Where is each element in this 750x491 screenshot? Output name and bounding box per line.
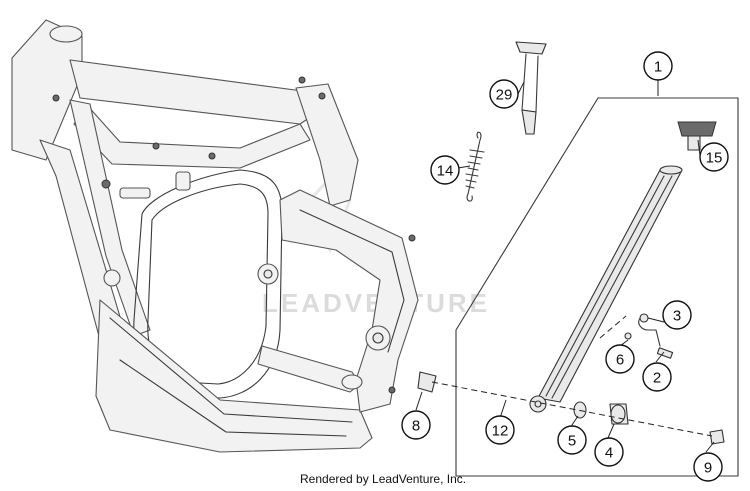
callout-29[interactable]: 29 xyxy=(489,79,519,109)
leader-lines xyxy=(415,80,715,453)
callout-2[interactable]: 2 xyxy=(642,362,672,392)
callout-6-label: 6 xyxy=(616,352,624,369)
callout-14[interactable]: 14 xyxy=(430,155,460,185)
callout-2-label: 2 xyxy=(653,370,661,387)
motorcycle-frame xyxy=(11,19,437,453)
callout-6[interactable]: 6 xyxy=(605,344,635,374)
callout-9[interactable]: 9 xyxy=(693,452,723,482)
callout-5[interactable]: 5 xyxy=(557,425,587,455)
callout-9-label: 9 xyxy=(704,460,712,477)
callout-5-label: 5 xyxy=(568,433,576,450)
callout-8[interactable]: 8 xyxy=(401,410,431,440)
callout-15[interactable]: 15 xyxy=(699,142,729,172)
callout-1-label: 1 xyxy=(654,59,662,76)
loose-parts xyxy=(465,41,547,202)
callout-12-label: 12 xyxy=(492,423,509,440)
callout-8-label: 8 xyxy=(412,418,420,435)
render-credit: Rendered by LeadVenture, Inc. xyxy=(300,472,467,486)
callout-29-label: 29 xyxy=(496,87,513,104)
callout-4-label: 4 xyxy=(605,445,613,462)
callout-4[interactable]: 4 xyxy=(594,437,624,467)
callout-1[interactable]: 1 xyxy=(643,51,673,81)
callout-3-label: 3 xyxy=(673,308,681,325)
callout-12[interactable]: 12 xyxy=(485,415,515,445)
callout-15-label: 15 xyxy=(706,150,723,167)
side-stand-assembly xyxy=(431,97,739,477)
callout-3[interactable]: 3 xyxy=(662,300,692,330)
callout-14-label: 14 xyxy=(437,163,454,180)
